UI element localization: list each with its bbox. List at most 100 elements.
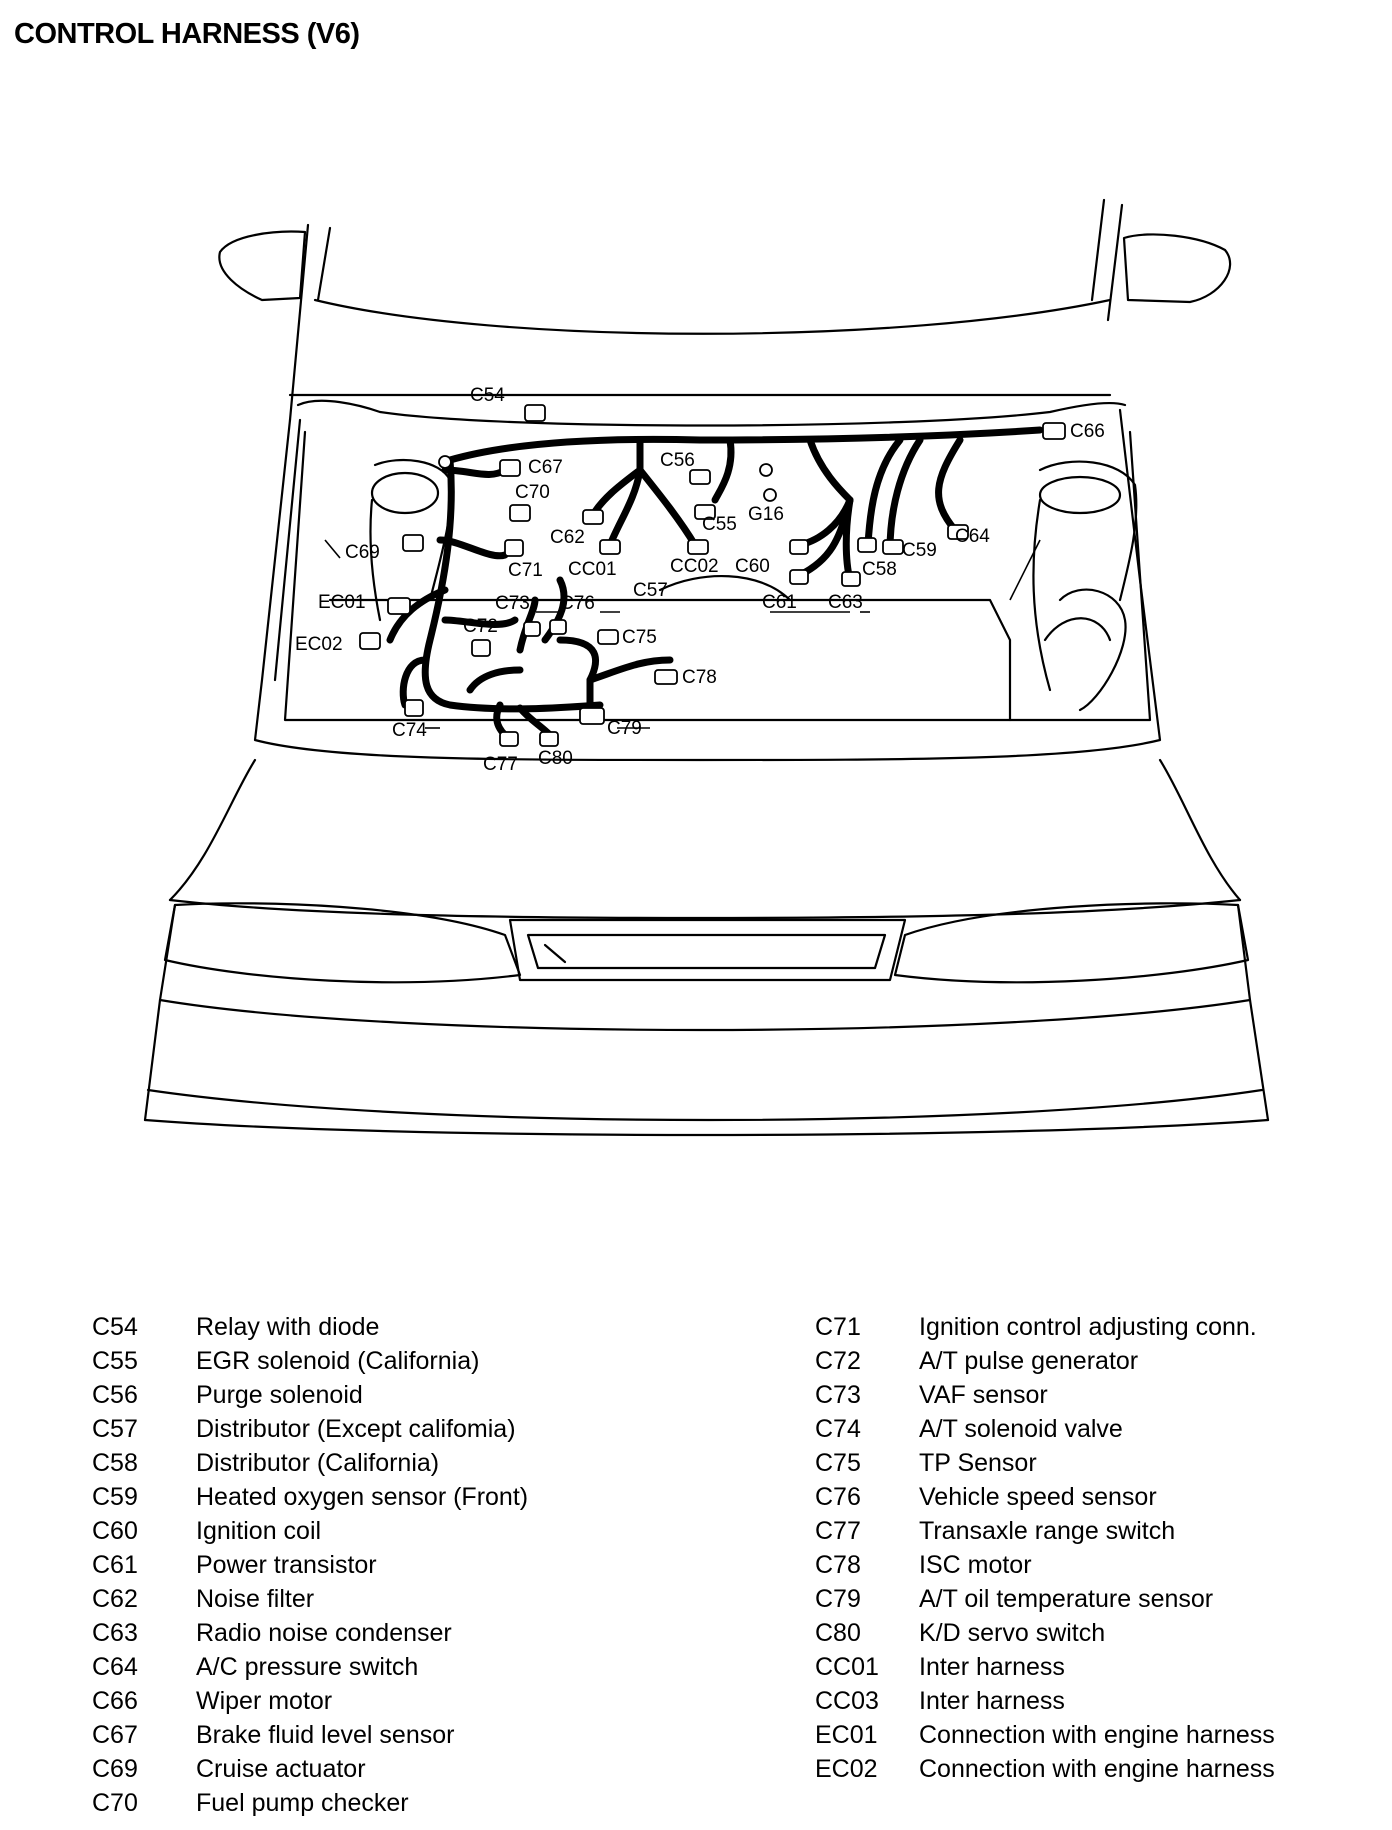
label-c67: C67 [528, 457, 563, 478]
connector-ec01 [387, 597, 411, 615]
car-body [143, 198, 1270, 1137]
left-mirror [218, 230, 307, 302]
connector-c60 [789, 539, 809, 555]
connector-c79 [579, 707, 605, 725]
legend-row: C71 Ignition control adjusting conn. [815, 1310, 1275, 1344]
legend-code: C71 [815, 1312, 861, 1341]
legend-code: C59 [92, 1482, 138, 1511]
legend-code: C66 [92, 1686, 138, 1715]
legend-desc: Vehicle speed sensor [919, 1482, 1157, 1511]
legend-desc: VAF sensor [919, 1380, 1048, 1409]
label-cc01: CC01 [568, 559, 617, 580]
legend-code: C72 [815, 1346, 861, 1375]
legend-code: C55 [92, 1346, 138, 1375]
legend-code: C60 [92, 1516, 138, 1545]
label-c78: C78 [682, 667, 717, 688]
legend-desc: Transaxle range switch [919, 1516, 1176, 1545]
legend-desc: Connection with engine harness [919, 1754, 1275, 1783]
legend-desc: Inter harness [919, 1686, 1065, 1715]
label-c63: C63 [828, 592, 863, 613]
legend-code: C75 [815, 1448, 861, 1477]
connector-c62 [582, 509, 604, 525]
connector-c56 [689, 469, 711, 485]
legend-desc: EGR solenoid (California) [196, 1346, 480, 1375]
label-c61: C61 [762, 592, 797, 613]
connector-c74 [404, 699, 424, 717]
legend-code: EC01 [815, 1720, 878, 1749]
legend-code: CC01 [815, 1652, 879, 1681]
label-c80: C80 [538, 748, 573, 769]
label-c72: C72 [463, 616, 498, 637]
legend-row: CC01 Inter harness [815, 1650, 1275, 1684]
legend-desc: Heated oxygen sensor (Front) [196, 1482, 529, 1511]
right-headlight [893, 902, 1250, 984]
legend-desc: Connection with engine harness [919, 1720, 1275, 1749]
connector-c55 [694, 504, 716, 520]
legend-row: C59 Heated oxygen sensor (Front) [92, 1480, 528, 1514]
legend-code: C64 [92, 1652, 138, 1681]
connector-c76 [549, 619, 567, 635]
legend-code: C58 [92, 1448, 138, 1477]
legend-desc: Ignition control adjusting conn. [919, 1312, 1257, 1341]
label-cc02: CC02 [670, 556, 719, 577]
legend-row: C64 A/C pressure switch [92, 1650, 528, 1684]
legend-row: C77 Transaxle range switch [815, 1514, 1275, 1548]
label-c77: C77 [483, 754, 518, 775]
legend-code: C57 [92, 1414, 138, 1443]
connector-c73 [523, 621, 541, 637]
label-g16: G16 [748, 504, 784, 525]
legend-desc: A/T oil temperature sensor [919, 1584, 1214, 1613]
label-c73: C73 [495, 593, 530, 614]
connector-c58 [857, 537, 877, 553]
legend-desc: ISC motor [919, 1550, 1032, 1579]
harness-diagram: C54 C66 C67 C56 C70 G16 C55 C62 C69 C71 … [143, 198, 1270, 1137]
label-c70: C70 [515, 482, 550, 503]
right-mirror [1122, 233, 1232, 304]
legend-desc: Inter harness [919, 1652, 1065, 1681]
connector-c64 [947, 524, 969, 540]
label-c66: C66 [1070, 421, 1105, 442]
legend-desc: Noise filter [196, 1584, 315, 1613]
label-c55: C55 [702, 514, 737, 535]
page-title: CONTROL HARNESS (V6) [14, 18, 360, 50]
label-c75: C75 [622, 627, 657, 648]
diagram-labels: C54 C66 C67 C56 C70 G16 C55 C62 C69 C71 … [295, 385, 1105, 775]
control-harness [386, 426, 1044, 739]
legend-desc: Cruise actuator [196, 1754, 366, 1783]
label-ec01: EC01 [318, 592, 366, 613]
label-c71: C71 [508, 560, 543, 581]
legend-row: C76 Vehicle speed sensor [815, 1480, 1275, 1514]
label-c76: C76 [560, 593, 595, 614]
legend-row: C55 EGR solenoid (California) [92, 1344, 528, 1378]
legend-code: C77 [815, 1516, 861, 1545]
legend-desc: Relay with diode [196, 1312, 380, 1341]
legend-desc: Radio noise condenser [196, 1618, 452, 1647]
legend-desc: K/D servo switch [919, 1618, 1106, 1647]
connector-c70 [509, 504, 531, 522]
legend-desc: A/C pressure switch [196, 1652, 419, 1681]
connector-c80 [539, 731, 559, 747]
connector-c71 [504, 539, 524, 557]
legend-code: C76 [815, 1482, 861, 1511]
legend-code: C54 [92, 1312, 138, 1341]
connector-cc01 [599, 539, 621, 555]
connector-ec02 [359, 632, 381, 650]
connector-c72 [471, 639, 491, 657]
connector-c77 [499, 731, 519, 747]
label-c56: C56 [660, 450, 695, 471]
legend-desc: A/T solenoid valve [919, 1414, 1123, 1443]
label-ec02: EC02 [295, 634, 343, 655]
